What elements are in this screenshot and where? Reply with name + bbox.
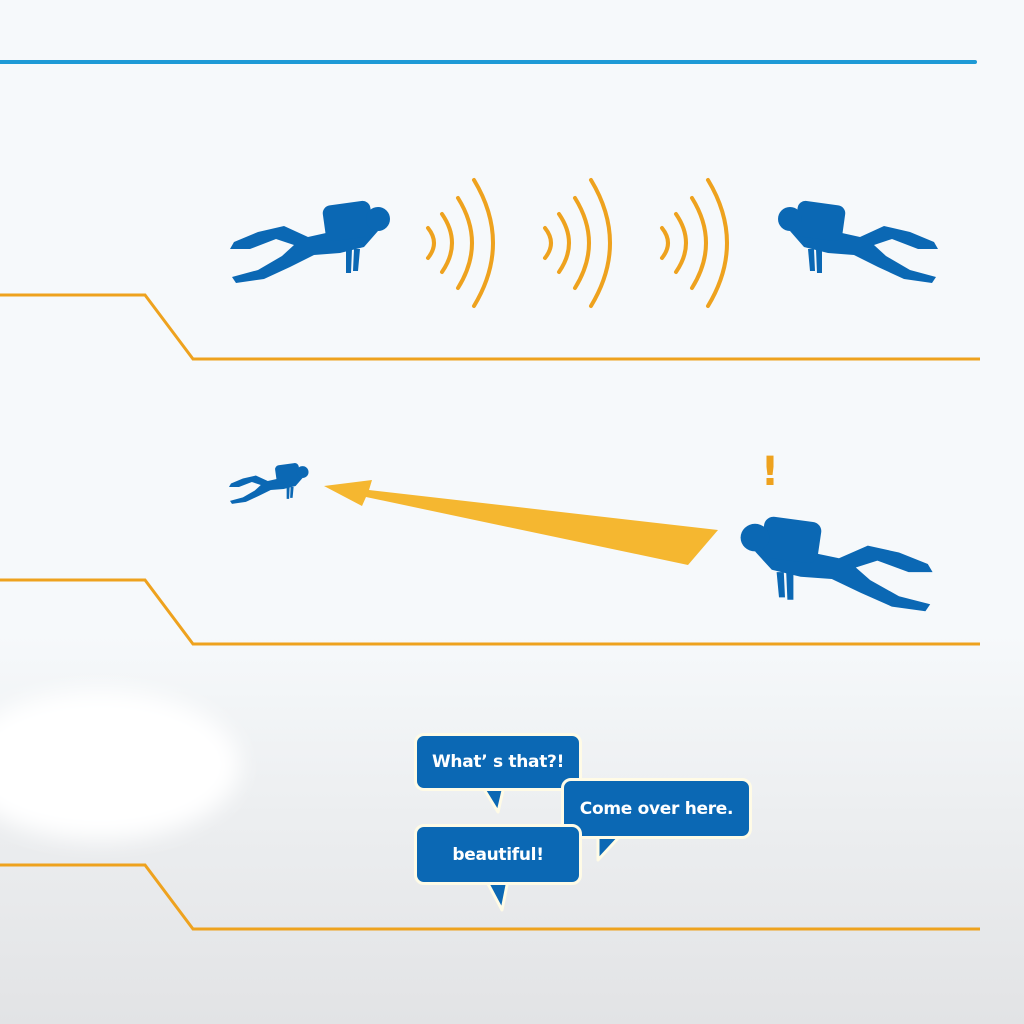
bubble-text: What’ s that?!	[431, 752, 565, 772]
speech-bubble-whats-that: What’ s that?!	[414, 733, 582, 791]
bubble-text: beautiful!	[452, 844, 544, 865]
arrow-icon	[324, 480, 718, 565]
sound-wave-icon	[660, 178, 729, 308]
sound-wave-icon	[426, 178, 495, 308]
exclamation-icon: !	[761, 449, 779, 495]
diver-icon	[230, 199, 390, 283]
speech-bubble-come-over: Come over here.	[561, 778, 752, 839]
section-divider-2	[0, 578, 980, 646]
diver-icon	[778, 199, 938, 283]
diver-icon	[228, 462, 309, 504]
bubble-text: Come over here.	[579, 798, 734, 819]
speech-bubble-beautiful: beautiful!	[414, 824, 582, 885]
section-divider-1	[0, 293, 980, 361]
sound-wave-icon	[543, 178, 612, 308]
section-divider-3	[0, 863, 980, 931]
diver-icon	[740, 515, 933, 612]
background-highlight	[0, 690, 240, 840]
